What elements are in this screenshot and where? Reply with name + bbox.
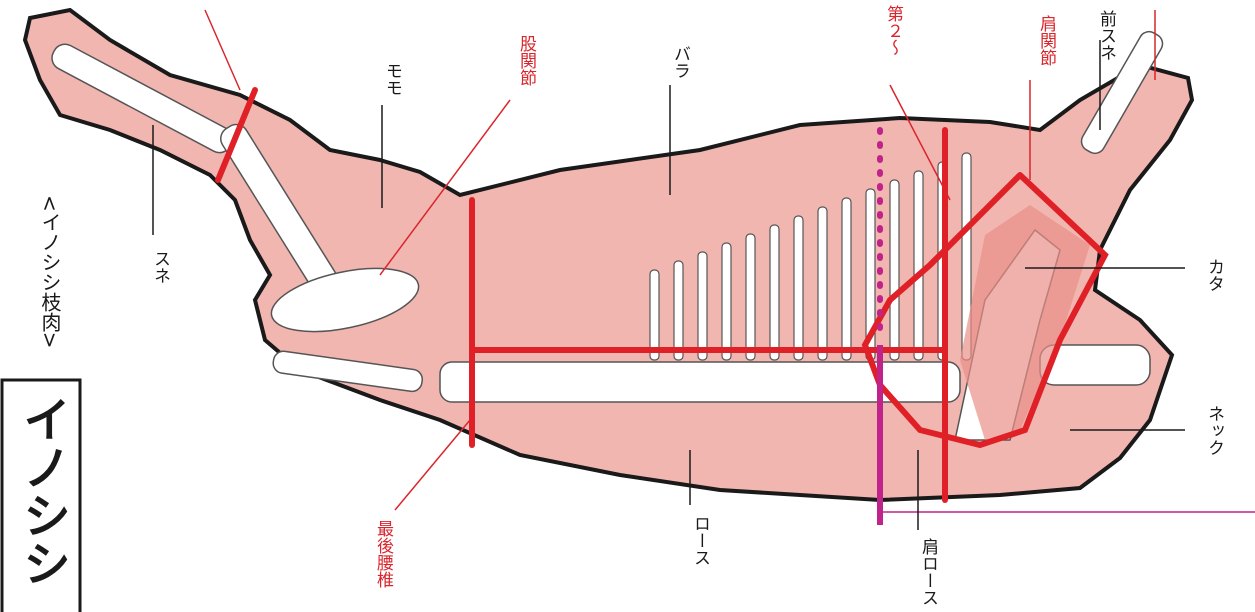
label-shoulder-joint: 肩関節 [1036, 15, 1057, 66]
rib-bone [698, 252, 707, 360]
rib-bone [914, 171, 923, 360]
label-last-lumbar: 最後腰椎 [373, 520, 394, 588]
label-mome: モモ [382, 62, 402, 96]
rib-bone [818, 207, 827, 360]
diagram-subtitle: <イノシシ枝肉> [38, 195, 62, 349]
rib-bone [890, 180, 899, 360]
rib-bone [746, 234, 755, 360]
rib-bone [794, 216, 803, 360]
rib-bone [770, 225, 779, 360]
label-loin: ロース [690, 515, 710, 566]
rib-bone [722, 243, 731, 360]
title-text: イノシシ [14, 395, 70, 587]
rib-bone [842, 198, 851, 360]
label-kata: カタ [1204, 258, 1224, 292]
label-sune: スネ [150, 250, 170, 284]
rib-bone [674, 261, 683, 360]
label-rib-marker: 第２〜 [883, 5, 904, 56]
rib-bone [650, 270, 659, 360]
label-bara: バラ [670, 45, 690, 79]
label-hip-joint: 股関節 [516, 35, 537, 86]
label-neck: ネック [1204, 405, 1224, 456]
label-kataloin: 肩ロース [918, 538, 939, 606]
label-maesune: 前スネ [1096, 10, 1117, 61]
